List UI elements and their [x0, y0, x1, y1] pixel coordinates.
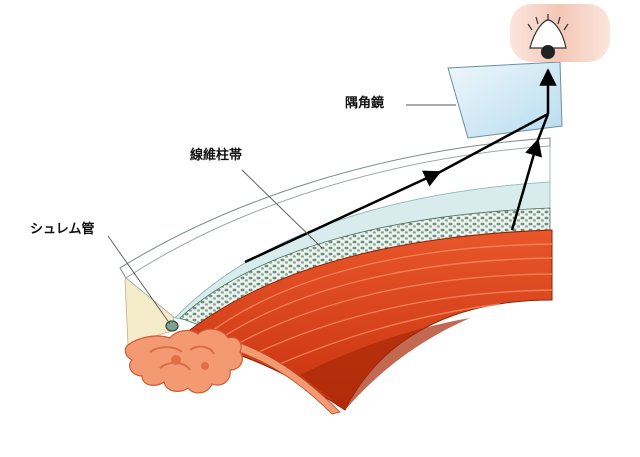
trabecular-meshwork-label: 線維柱帯 [190, 149, 242, 162]
schlemm-canal [166, 321, 178, 331]
iris-spot [171, 355, 181, 365]
schlemm-canal-label: シュレム管 [30, 223, 94, 236]
iris [125, 329, 242, 393]
eye-icon [510, 4, 610, 62]
gonioscope-label: 隅角鏡 [345, 97, 384, 110]
gonioscope-lens [448, 62, 562, 138]
iris-spot [201, 362, 209, 370]
